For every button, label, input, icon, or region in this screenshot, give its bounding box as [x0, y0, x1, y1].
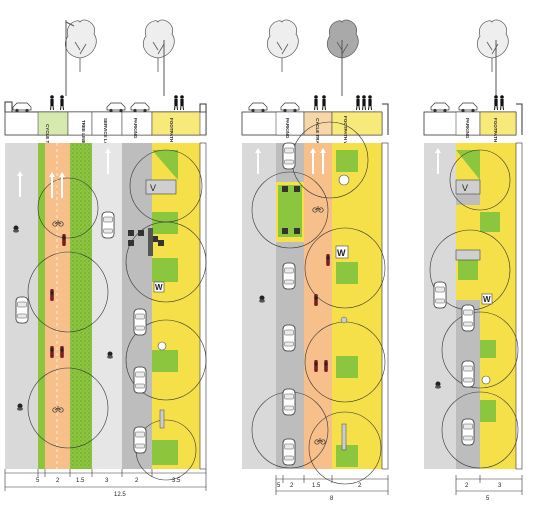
dim-right-total: 5 [486, 496, 490, 502]
panel-right: PARKING FOOTPATH V W [423, 19, 523, 502]
dim-mid-2: 1.5 [312, 483, 321, 489]
label-cycle-track: CYCLE TRACK [45, 124, 50, 157]
dim-right-0: 2 [465, 483, 469, 489]
label-footpath: FOOTPATH [169, 118, 174, 142]
panel-left: CYCLE TRACK TREE LINE SERVICE LANE PARKI… [4, 19, 207, 498]
sign-w-mid-label: W [337, 248, 346, 258]
label-parking-mid: PARKING [285, 118, 290, 139]
dim-left-4: 2 [135, 478, 139, 484]
label-parking-right: PARKING [465, 118, 470, 139]
dim-left-total: 12.5 [114, 492, 126, 498]
sign-v [145, 179, 177, 195]
dim-left-2: 1.5 [76, 478, 85, 484]
dim-mid-0: 5 [277, 483, 281, 489]
sign-v-label: V [150, 183, 156, 193]
sign-v-right-label: V [462, 183, 468, 193]
dim-mid-1: 2 [290, 483, 294, 489]
dim-mid-3: 2 [358, 483, 362, 489]
dim-right-1: 3 [498, 483, 502, 489]
sign-w-label: W [155, 283, 163, 292]
dim-left-3: 3 [105, 478, 109, 484]
sign-w-right-label: W [483, 295, 491, 304]
label-cycle-track-mid: CYCLE TRACK [315, 118, 320, 151]
dim-left-5: 3.5 [172, 478, 181, 484]
label-service-lane: SERVICE LANE [103, 118, 108, 151]
dim-left-0: 5 [36, 478, 40, 484]
label-tree-line: TREE LINE [81, 120, 86, 144]
label-footpath-right: FOOTPATH [493, 118, 498, 142]
dim-mid-total: 8 [330, 496, 334, 502]
panel-middle: PARKING CYCLE TRACK FOOTPATH WITH TREE P… [241, 19, 389, 502]
dim-left-1: 2 [56, 478, 60, 484]
label-parking: PARKING [133, 118, 138, 139]
